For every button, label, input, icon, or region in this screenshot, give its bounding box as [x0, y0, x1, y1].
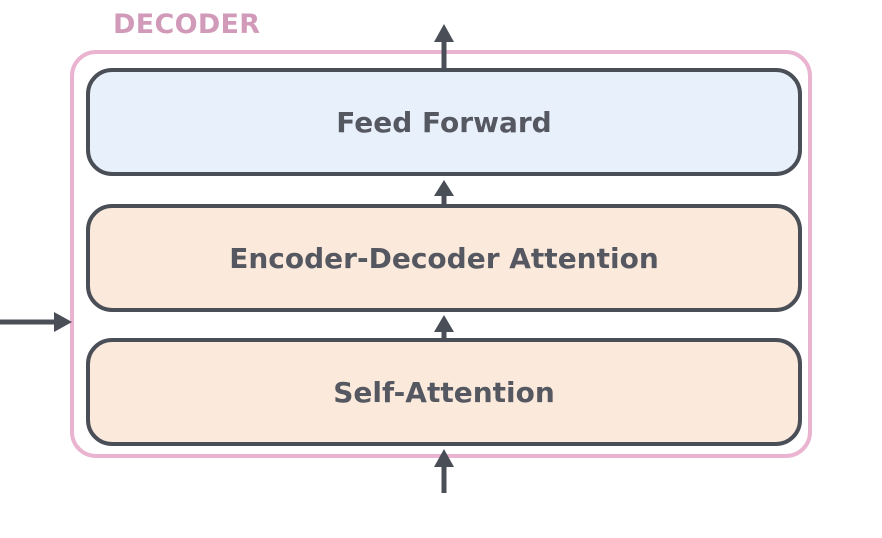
output-arrow	[434, 24, 454, 70]
encoder-decoder-attention-layer: Encoder-Decoder Attention	[86, 204, 802, 312]
self-attention-label: Self-Attention	[333, 375, 555, 409]
input-arrow	[434, 449, 454, 493]
feed-forward-layer: Feed Forward	[86, 68, 802, 176]
encoder-input-arrow	[0, 312, 72, 332]
encoder-decoder-attention-label: Encoder-Decoder Attention	[229, 241, 659, 275]
self-attention-layer: Self-Attention	[86, 338, 802, 446]
feed-forward-label: Feed Forward	[336, 105, 552, 139]
decoder-title: DECODER	[113, 9, 261, 40]
inner-arrow-lower	[434, 315, 454, 340]
inner-arrow-upper	[434, 180, 454, 206]
